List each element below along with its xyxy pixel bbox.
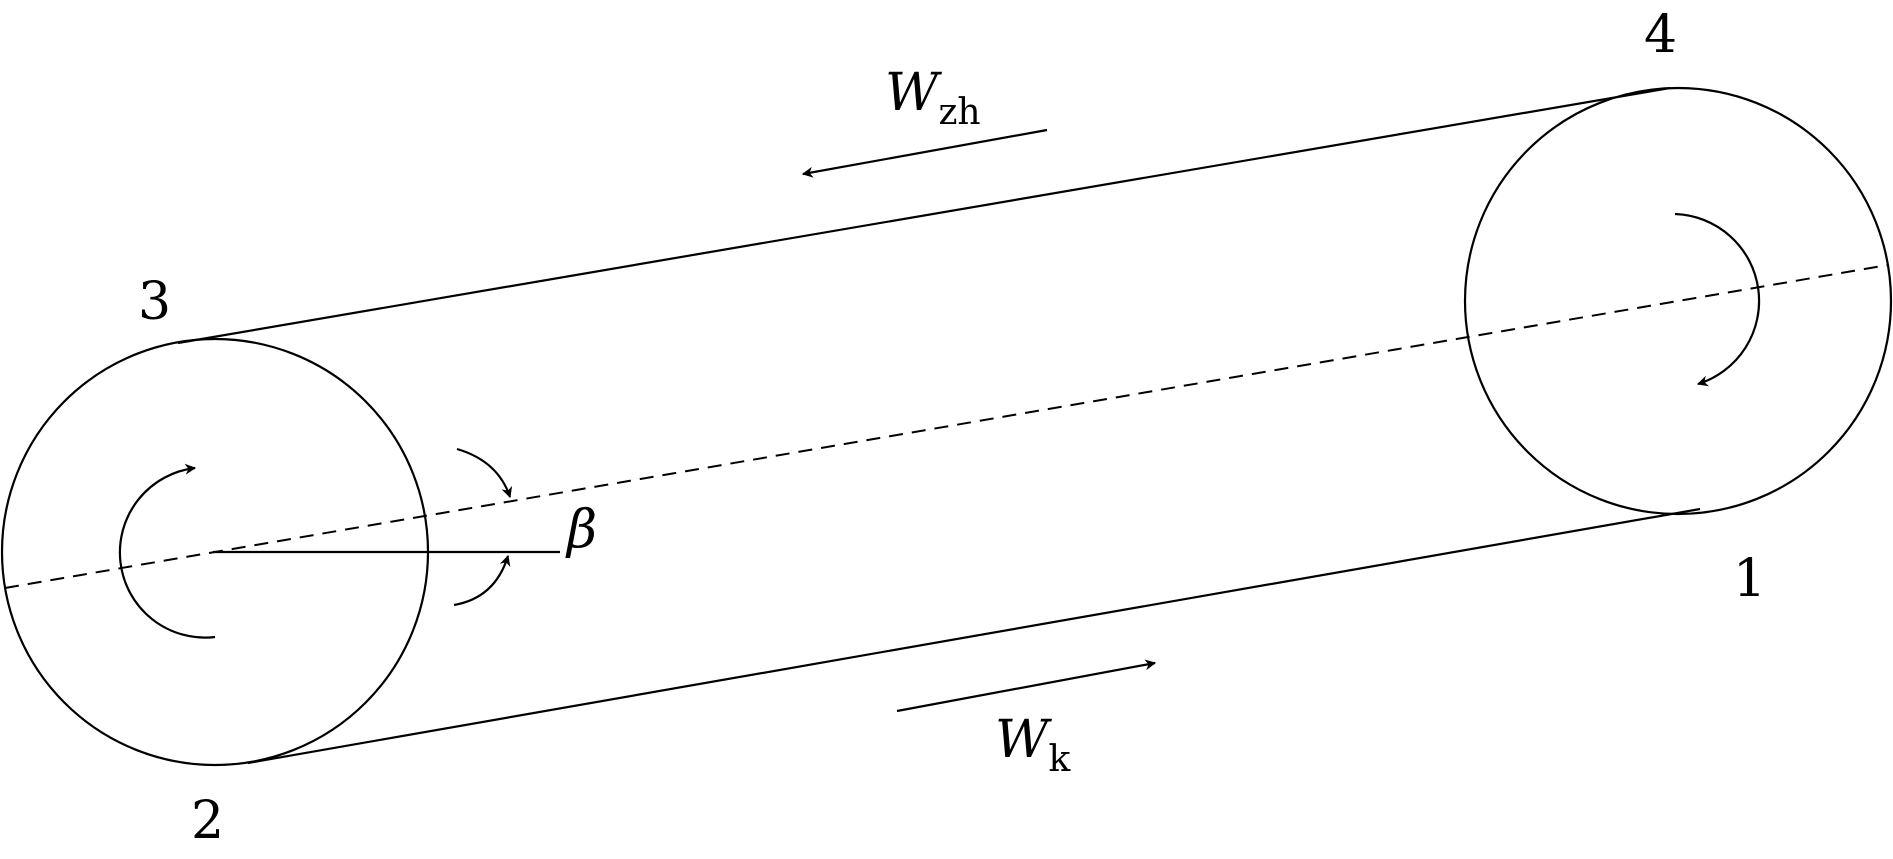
upper-force-arrow	[801, 128, 1048, 178]
upper-force-subscript: zh	[938, 92, 980, 133]
lower-force-subscript: k	[1048, 739, 1071, 780]
point-label-1: 1	[1733, 549, 1766, 609]
lower-force-label: Wk	[995, 710, 1071, 780]
angle-label: β	[565, 500, 597, 560]
upper-force-label: Wzh	[885, 63, 981, 133]
right-pulley	[1463, 86, 1893, 516]
upper-force-symbol: W	[885, 63, 942, 123]
right-rotation-arrow	[1674, 212, 1761, 387]
point-label-2: 2	[191, 791, 224, 851]
point-label-3: 3	[138, 272, 171, 332]
lower-force-arrow	[896, 659, 1157, 713]
point-label-4: 4	[1644, 5, 1677, 65]
center-line	[4, 264, 1889, 589]
angle-arrow-lower	[453, 554, 511, 607]
upper-belt	[177, 86, 1671, 345]
angle-arrow-upper	[456, 447, 513, 499]
lower-belt	[247, 507, 1701, 765]
left-rotation-arrow	[118, 463, 216, 639]
lower-force-symbol: W	[995, 710, 1052, 770]
